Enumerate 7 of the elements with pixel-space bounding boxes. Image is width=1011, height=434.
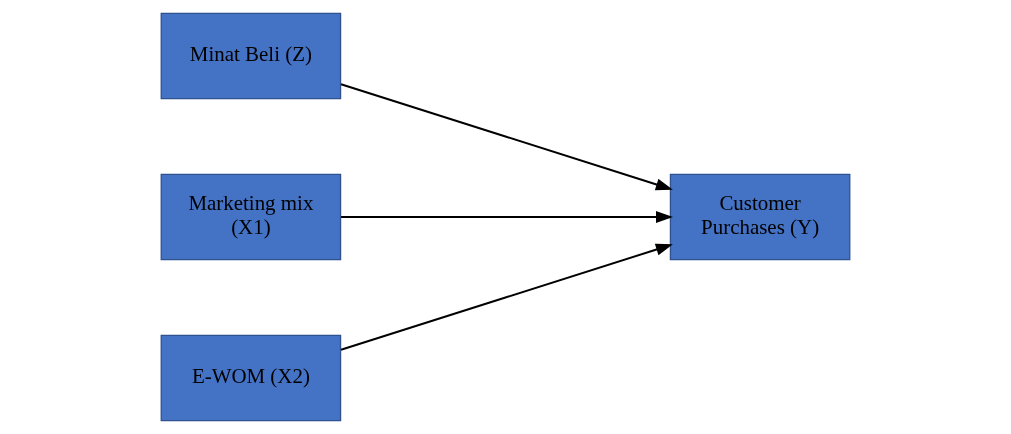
arrow	[340, 83, 673, 191]
arrow	[340, 243, 673, 351]
node-box: Minat Beli (Z)	[160, 12, 342, 100]
node-box: Marketing mix (X1)	[160, 173, 342, 261]
arrow	[340, 211, 674, 223]
node-box: E-WOM (X2)	[160, 334, 342, 422]
node-box: Customer Purchases (Y)	[669, 173, 851, 261]
